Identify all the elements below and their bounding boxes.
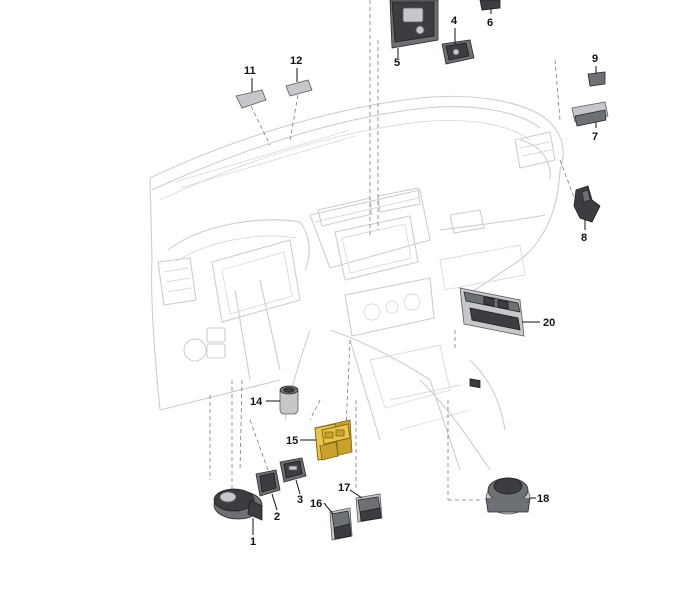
leader-lines — [251, 8, 597, 535]
callout-16: 16 — [310, 498, 322, 510]
part-1-rotary-light-switch — [213, 488, 263, 521]
callout-12: 12 — [290, 55, 302, 67]
callout-6: 6 — [487, 17, 493, 29]
part-18-rotary-control — [485, 477, 531, 515]
callout-5: 5 — [394, 57, 400, 69]
callout-11: 11 — [244, 65, 256, 77]
callout-18: 18 — [537, 493, 549, 505]
callout-17: 17 — [338, 482, 350, 494]
callout-1: 1 — [250, 536, 256, 548]
part-16-switch — [329, 507, 353, 541]
callout-9: 9 — [592, 53, 598, 65]
part-3-switch — [279, 457, 307, 483]
callout-15: 15 — [286, 435, 298, 447]
dashboard-outline — [149, 95, 564, 471]
callout-7: 7 — [592, 131, 598, 143]
callout-2: 2 — [274, 511, 280, 523]
callout-4: 4 — [451, 15, 458, 27]
part-2-switch — [255, 469, 281, 497]
part-20-switch-bank — [459, 287, 525, 389]
part-4-switch — [441, 39, 475, 65]
part-14-power-socket — [279, 385, 299, 415]
part-5-headlight-switch-panel — [389, 0, 439, 49]
part-9-cover — [587, 71, 606, 87]
part-7-switch — [571, 101, 609, 127]
callout-14: 14 — [250, 396, 263, 408]
callout-8: 8 — [581, 232, 587, 244]
part-17-switch — [355, 493, 383, 523]
callout-20: 20 — [543, 317, 555, 329]
part-11-trim-cover — [235, 89, 267, 109]
callout-3: 3 — [297, 494, 303, 506]
part-6-switch — [479, 0, 501, 11]
callout-labels: 1 2 3 4 5 6 7 8 9 11 12 14 15 16 17 18 2… — [244, 15, 598, 548]
part-12-trim-cover — [285, 79, 313, 97]
part-15-highlighted-switch — [314, 419, 353, 461]
part-8-sensor — [573, 185, 601, 223]
